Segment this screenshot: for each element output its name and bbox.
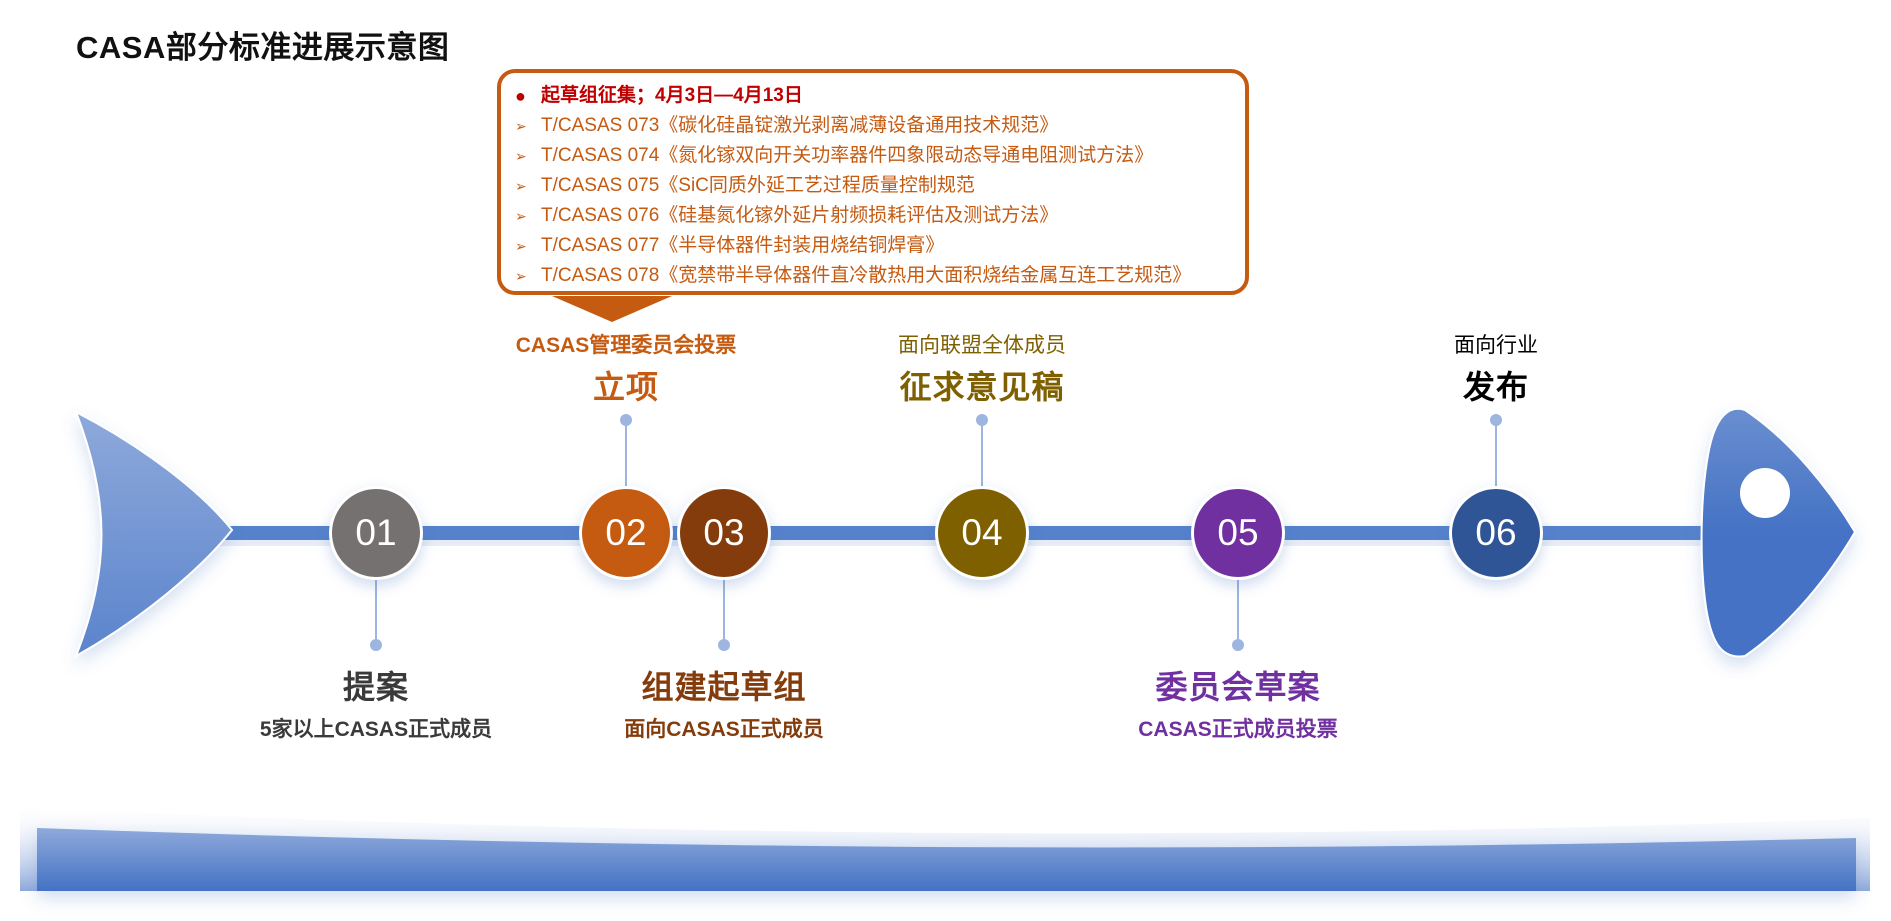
step-node-02: 02 xyxy=(579,486,673,580)
step-node-04: 04 xyxy=(935,486,1029,580)
arrowhead-bullet-icon: ➢ xyxy=(515,268,527,284)
step-number: 02 xyxy=(605,512,647,553)
step-node-03: 03 xyxy=(677,486,771,580)
step-title: 委员会草案 xyxy=(1155,669,1321,705)
step-node-06: 06 xyxy=(1449,486,1543,580)
callout-item: ➢ T/CASAS 076《硅基氮化镓外延片射频损耗评估及测试方法》 xyxy=(515,201,1245,231)
arrowhead-bullet-icon: ➢ xyxy=(515,148,527,164)
callout-header-text: 起草组征集；4月3日—4月13日 xyxy=(541,85,803,106)
callout-header: ● 起草组征集；4月3日—4月13日 xyxy=(515,81,1245,111)
step-subtitle: CASAS正式成员投票 xyxy=(1138,718,1338,741)
arrowhead-bullet-icon: ➢ xyxy=(515,238,527,254)
arrowhead-bullet-icon: ➢ xyxy=(515,118,527,134)
standard-name: T/CASAS 074《氮化镓双向开关功率器件四象限动态导通电阻测试方法》 xyxy=(541,145,1154,166)
connector-dot xyxy=(620,414,632,426)
step-subtitle: 面向行业 xyxy=(1454,334,1538,357)
step-subtitle: 面向CASAS正式成员 xyxy=(624,718,824,741)
fish-head xyxy=(1700,407,1857,658)
callout-item: ➢ T/CASAS 073《碳化硅晶锭激光剥离减薄设备通用技术规范》 xyxy=(515,111,1245,141)
connector-dot xyxy=(370,639,382,651)
callout-pointer xyxy=(552,296,672,322)
fish-tail xyxy=(74,409,234,659)
step-node-01: 01 xyxy=(329,486,423,580)
fish-eye xyxy=(1740,468,1790,518)
filled-circle-bullet-icon: ● xyxy=(515,86,526,106)
standard-name: T/CASAS 076《硅基氮化镓外延片射频损耗评估及测试方法》 xyxy=(541,205,1059,226)
step-number: 06 xyxy=(1475,512,1517,553)
standard-name: T/CASAS 077《半导体器件封装用烧结铜焊膏》 xyxy=(541,235,945,256)
callout-item: ➢ T/CASAS 074《氮化镓双向开关功率器件四象限动态导通电阻测试方法》 xyxy=(515,141,1245,171)
callout-item: ➢ T/CASAS 075《SiC同质外延工艺过程质量控制规范 xyxy=(515,171,1245,201)
callout-item: ➢ T/CASAS 078《宽禁带半导体器件直冷散热用大面积烧结金属互连工艺规范》 xyxy=(515,261,1245,291)
connector-dot xyxy=(718,639,730,651)
connector-dot xyxy=(1232,639,1244,651)
step-title: 提案 xyxy=(342,669,410,705)
connector-dot xyxy=(976,414,988,426)
step-number: 05 xyxy=(1217,512,1259,553)
step-title: 立项 xyxy=(592,369,660,405)
drafting-group-callout: ● 起草组征集；4月3日—4月13日 ➢ T/CASAS 073《碳化硅晶锭激光剥… xyxy=(497,69,1249,295)
standard-name: T/CASAS 073《碳化硅晶锭激光剥离减薄设备通用技术规范》 xyxy=(541,115,1059,136)
step-number: 04 xyxy=(961,512,1003,553)
step-title: 发布 xyxy=(1462,369,1530,405)
standard-name: T/CASAS 078《宽禁带半导体器件直冷散热用大面积烧结金属互连工艺规范》 xyxy=(541,265,1192,286)
step-subtitle: CASAS管理委员会投票 xyxy=(515,334,737,357)
connector-dot xyxy=(1490,414,1502,426)
callout-item: ➢ T/CASAS 077《半导体器件封装用烧结铜焊膏》 xyxy=(515,231,1245,261)
step-subtitle: 面向联盟全体成员 xyxy=(898,334,1066,357)
page-title: CASA部分标准进展示意图 xyxy=(76,30,450,65)
arrowhead-bullet-icon: ➢ xyxy=(515,178,527,194)
step-title: 征求意见稿 xyxy=(899,369,1065,405)
step-subtitle: 5家以上CASAS正式成员 xyxy=(259,718,493,741)
standard-name: T/CASAS 075《SiC同质外延工艺过程质量控制规范 xyxy=(541,175,975,196)
step-node-05: 05 xyxy=(1191,486,1285,580)
step-number: 03 xyxy=(703,512,745,553)
step-number: 01 xyxy=(355,512,397,553)
bottom-wave-front xyxy=(37,828,1856,891)
step-title: 组建起草组 xyxy=(641,669,807,705)
arrowhead-bullet-icon: ➢ xyxy=(515,208,527,224)
